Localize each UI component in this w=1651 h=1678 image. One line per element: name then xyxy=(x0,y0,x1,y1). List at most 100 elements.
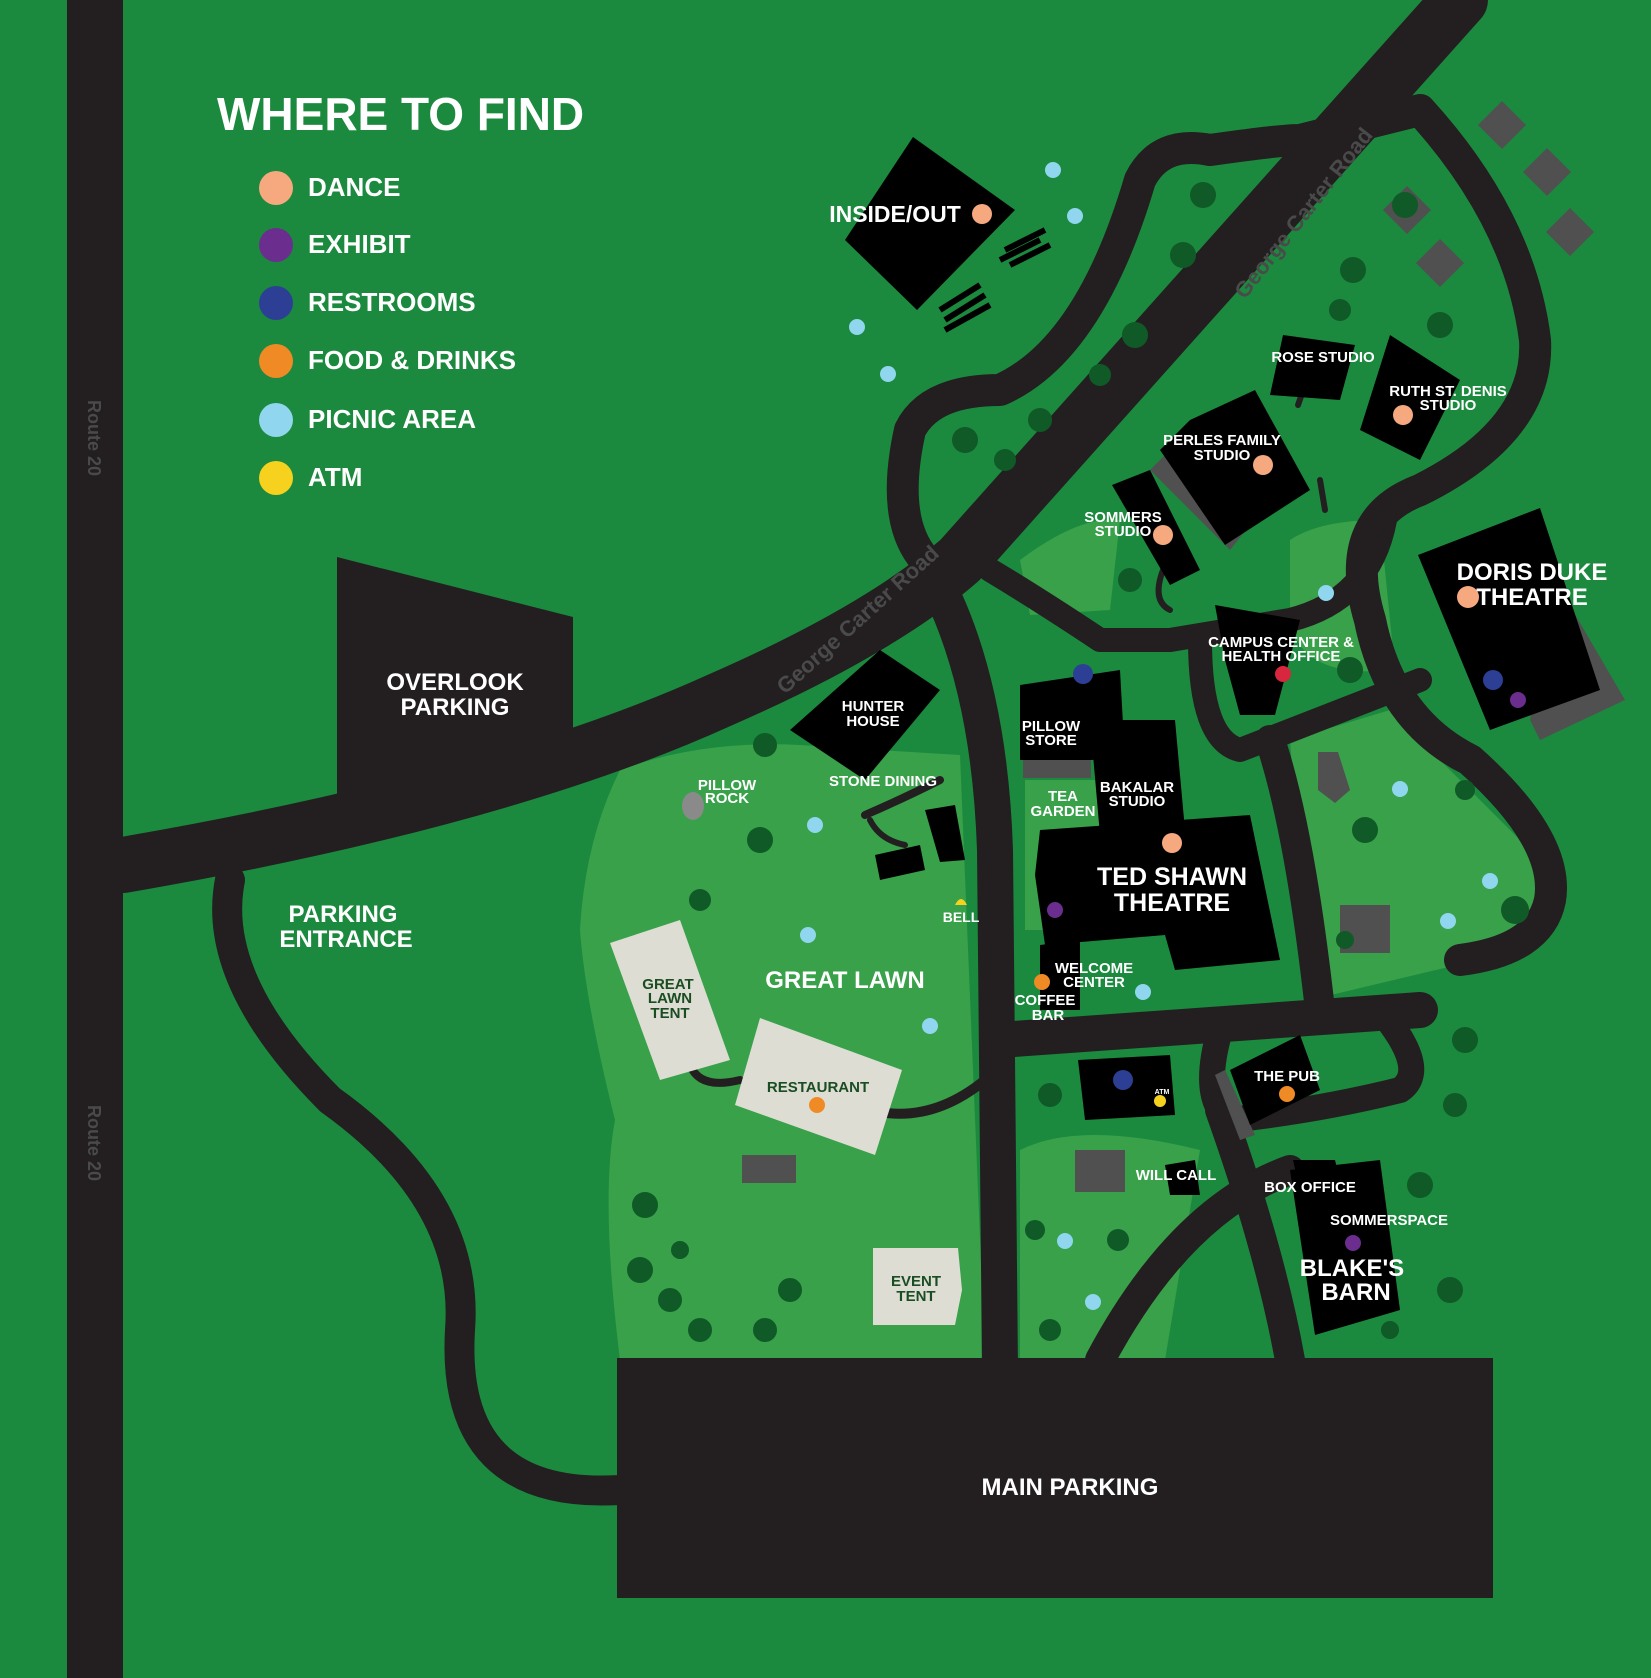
picnic-icon[interactable] xyxy=(880,366,896,382)
dance-icon[interactable] xyxy=(972,204,992,224)
pillow-rock-label-2: ROCK xyxy=(705,790,749,807)
dance-icon[interactable] xyxy=(1253,455,1273,475)
perles-path xyxy=(1317,477,1328,513)
restroom-icon[interactable] xyxy=(1113,1070,1133,1090)
gray-bldg-7 xyxy=(742,1155,796,1183)
legend-label: PICNIC AREA xyxy=(308,404,476,434)
exhibit-icon[interactable] xyxy=(1510,692,1526,708)
coffee-bar-label-2: BAR xyxy=(1032,1007,1065,1024)
tree xyxy=(1039,1319,1061,1341)
tree xyxy=(1407,1172,1433,1198)
rose-studio-building xyxy=(1270,335,1355,400)
main-parking-lot[interactable] xyxy=(617,1358,1493,1598)
tree xyxy=(1455,780,1475,800)
picnic-icon[interactable] xyxy=(1482,873,1498,889)
legend-label: ATM xyxy=(308,462,362,492)
tree xyxy=(1392,192,1418,218)
picnic-icon[interactable] xyxy=(1440,913,1456,929)
picnic-icon[interactable] xyxy=(1045,162,1061,178)
restaurant-label: RESTAURANT xyxy=(767,1079,869,1096)
food-icon[interactable] xyxy=(1279,1086,1295,1102)
exhibit-icon[interactable] xyxy=(1047,902,1063,918)
tree xyxy=(1336,931,1354,949)
ted-shawn-building xyxy=(1035,815,1280,970)
tree xyxy=(688,1318,712,1342)
trees xyxy=(627,182,1529,1342)
parking-entrance-label-1: PARKING xyxy=(289,901,398,928)
blakes-barn-label-1: BLAKE'S xyxy=(1300,1255,1404,1282)
health-icon[interactable] xyxy=(1275,666,1291,682)
hunter-house-building xyxy=(790,650,940,780)
dance-icon[interactable] xyxy=(1393,405,1413,425)
food-icon[interactable] xyxy=(1034,974,1050,990)
doris-duke-building xyxy=(1418,508,1600,730)
place-labels: INSIDE/OUT OVERLOOK PARKING PARKING ENTR… xyxy=(279,201,1607,1501)
dance-icon[interactable] xyxy=(1457,586,1479,608)
tree xyxy=(689,889,711,911)
tree xyxy=(1427,312,1453,338)
tents xyxy=(610,920,962,1325)
campus-road xyxy=(1188,628,1432,762)
perles-family-label-1: PERLES FAMILY xyxy=(1163,432,1281,449)
pub-loop xyxy=(1199,997,1425,1133)
coffee-bar-label-1: COFFEE xyxy=(1015,992,1076,1009)
dance-icon[interactable] xyxy=(1162,833,1182,853)
picnic-icon[interactable] xyxy=(1057,1233,1073,1249)
legend: WHERE TO FIND DANCE EXHIBIT RESTROOMS FO… xyxy=(217,88,584,495)
picnic-icon[interactable] xyxy=(1392,781,1408,797)
ruth-st-denis-label-2: STUDIO xyxy=(1420,397,1477,414)
tree xyxy=(952,427,978,453)
doris-duke-label-2: THEATRE xyxy=(1476,584,1588,611)
tree xyxy=(658,1288,682,1312)
welcome-center-label-1: WELCOME xyxy=(1055,960,1133,977)
great-lawn-tent-label-3: TENT xyxy=(650,1005,689,1022)
campus-center-label-1: CAMPUS CENTER & xyxy=(1208,634,1354,651)
tree xyxy=(747,827,773,853)
bell-label: BELL xyxy=(943,909,980,925)
tree xyxy=(753,1318,777,1342)
picnic-icon[interactable] xyxy=(807,817,823,833)
roads xyxy=(67,0,1567,1678)
amphitheater-seating xyxy=(938,227,1052,333)
blakes-road-2 xyxy=(1205,1095,1305,1375)
stone-path-2 xyxy=(867,817,908,848)
parking-entrance-label-2: ENTRANCE xyxy=(279,926,412,953)
tree xyxy=(1190,182,1216,208)
tree xyxy=(1038,1083,1062,1107)
picnic-icon[interactable] xyxy=(1318,585,1334,601)
welcome-building xyxy=(1040,940,1080,1010)
tree xyxy=(1025,1220,1045,1240)
picnic-icon[interactable] xyxy=(849,319,865,335)
tree xyxy=(1107,1229,1129,1251)
picnic-icon[interactable] xyxy=(1067,208,1083,224)
picnic-icon[interactable] xyxy=(1135,984,1151,1000)
exhibit-icon xyxy=(259,228,293,262)
rose-studio-label: ROSE STUDIO xyxy=(1271,349,1375,366)
pillow-store-label-2: STORE xyxy=(1025,732,1076,749)
doris-duke-label-1: DORIS DUKE xyxy=(1457,559,1608,586)
restroom-icon[interactable] xyxy=(1073,664,1093,684)
main-parking-label: MAIN PARKING xyxy=(982,1474,1159,1501)
perles-family-building xyxy=(1160,390,1310,545)
food-icon[interactable] xyxy=(809,1097,825,1113)
picnic-icon[interactable] xyxy=(1085,1294,1101,1310)
picnic-icon[interactable] xyxy=(922,1018,938,1034)
tree xyxy=(1443,1093,1467,1117)
atm-icon[interactable] xyxy=(1154,1095,1166,1107)
legend-item-exhibit: EXHIBIT xyxy=(259,228,411,262)
stone-dining-label: STONE DINING xyxy=(829,773,937,790)
atm-icon xyxy=(259,461,293,495)
restroom-icon xyxy=(259,286,293,320)
stone-path xyxy=(861,776,944,819)
overlook-parking-lot[interactable] xyxy=(337,557,573,810)
legend-label: DANCE xyxy=(308,172,400,202)
campus-center-label-2: HEALTH OFFICE xyxy=(1222,648,1341,665)
restroom-icon[interactable] xyxy=(1483,670,1503,690)
tree xyxy=(1381,1321,1399,1339)
campus-road-2 xyxy=(1255,725,1335,1025)
dance-icon[interactable] xyxy=(1153,525,1173,545)
legend-label: EXHIBIT xyxy=(308,229,411,259)
picnic-icon[interactable] xyxy=(800,927,816,943)
event-tent-label-2: TENT xyxy=(896,1288,935,1305)
exhibit-icon[interactable] xyxy=(1345,1235,1361,1251)
